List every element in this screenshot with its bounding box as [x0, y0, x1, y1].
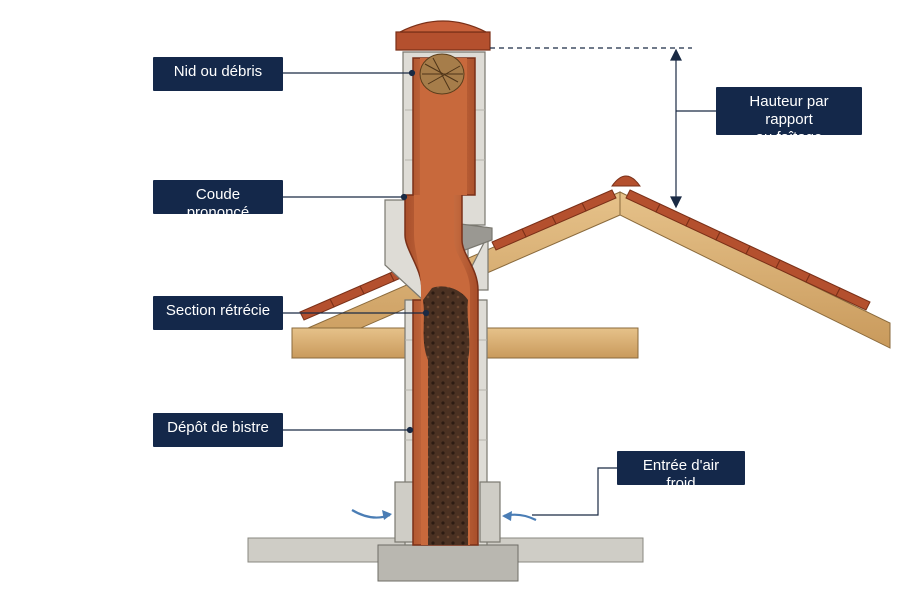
label-nest: Nid ou débris — [153, 57, 283, 91]
leader-lines — [283, 47, 716, 516]
label-height-line1: Hauteur par rapport — [749, 93, 829, 128]
cap-slab — [395, 31, 491, 51]
foundation-block — [377, 544, 519, 582]
floor — [247, 537, 644, 582]
flue-liner — [404, 57, 479, 546]
roof — [291, 175, 891, 359]
cap-top — [399, 20, 487, 33]
cold-air-arrows — [351, 509, 537, 521]
label-height-line2: au faîtage — [755, 129, 823, 146]
ridge-cap — [611, 175, 641, 187]
air-intake-left — [394, 481, 416, 543]
roof-rafter-right — [619, 191, 891, 349]
nest-twigs — [422, 57, 463, 91]
label-height-ridge: Hauteur par rapport au faîtage — [716, 87, 862, 146]
leader-cold-air — [532, 467, 617, 516]
chimney-cap — [395, 20, 491, 95]
air-intake-right — [479, 481, 501, 543]
soot-deposit — [423, 286, 470, 545]
label-narrowed-section: Section rétrécie — [153, 296, 283, 330]
label-elbow: Coude prononcé — [153, 180, 283, 221]
roof-tiles-right — [625, 189, 871, 311]
label-cold-air-inlet: Entrée d'air froid — [617, 451, 745, 492]
label-soot-deposit: Dépôt de bistre — [153, 413, 283, 447]
roof-tiles-left — [299, 189, 617, 321]
